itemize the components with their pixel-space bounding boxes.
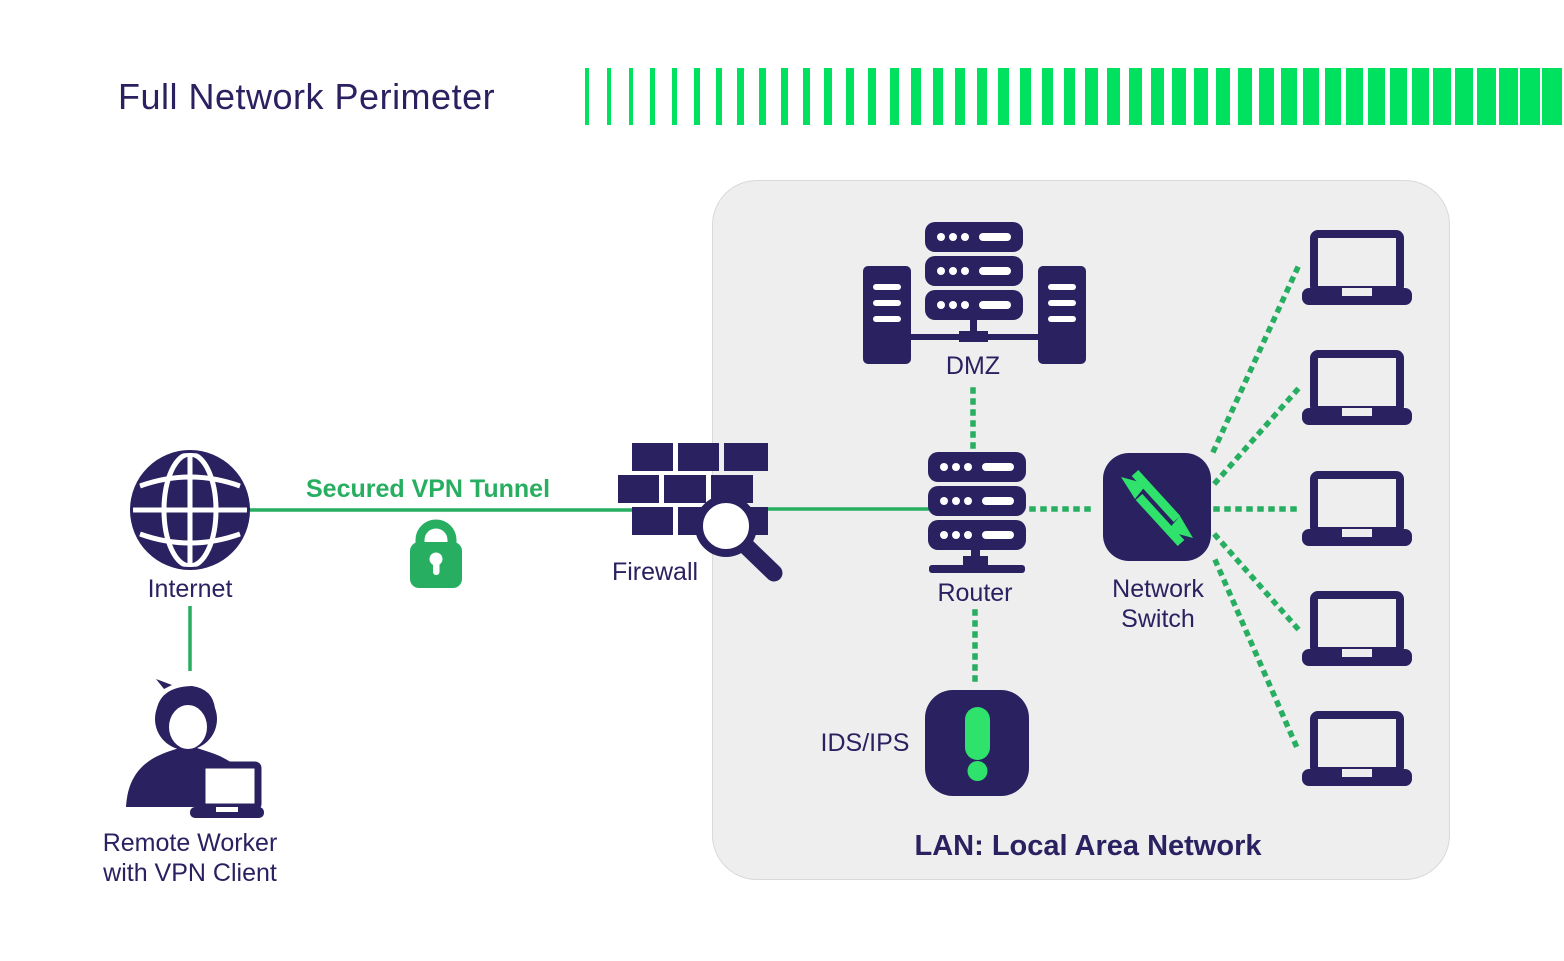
page-title: Full Network Perimeter [118, 76, 496, 117]
remote-worker-label: Remote Worker with VPN Client [80, 828, 300, 888]
remote-worker-label-line2: with VPN Client [103, 859, 277, 887]
internet-label: Internet [147, 575, 233, 603]
ids-ips-label: IDS/IPS [820, 729, 910, 757]
lan-container [712, 180, 1450, 880]
network-switch-label-line2: Switch [1121, 605, 1195, 633]
remote-worker-icon [126, 679, 264, 818]
firewall-label: Firewall [611, 558, 699, 586]
lan-label: LAN: Local Area Network [914, 830, 1262, 862]
remote-worker-label-line1: Remote Worker [102, 829, 278, 857]
network-switch-label: Network Switch [1088, 574, 1228, 634]
network-switch-label-line1: Network [1112, 575, 1204, 603]
vpn-tunnel-label: Secured VPN Tunnel [305, 475, 551, 503]
router-label: Router [937, 579, 1013, 607]
internet-globe-icon [130, 450, 250, 570]
dmz-label: DMZ [945, 352, 1001, 380]
perimeter-bars-decoration [585, 68, 1564, 125]
vpn-lock-icon [410, 519, 462, 588]
